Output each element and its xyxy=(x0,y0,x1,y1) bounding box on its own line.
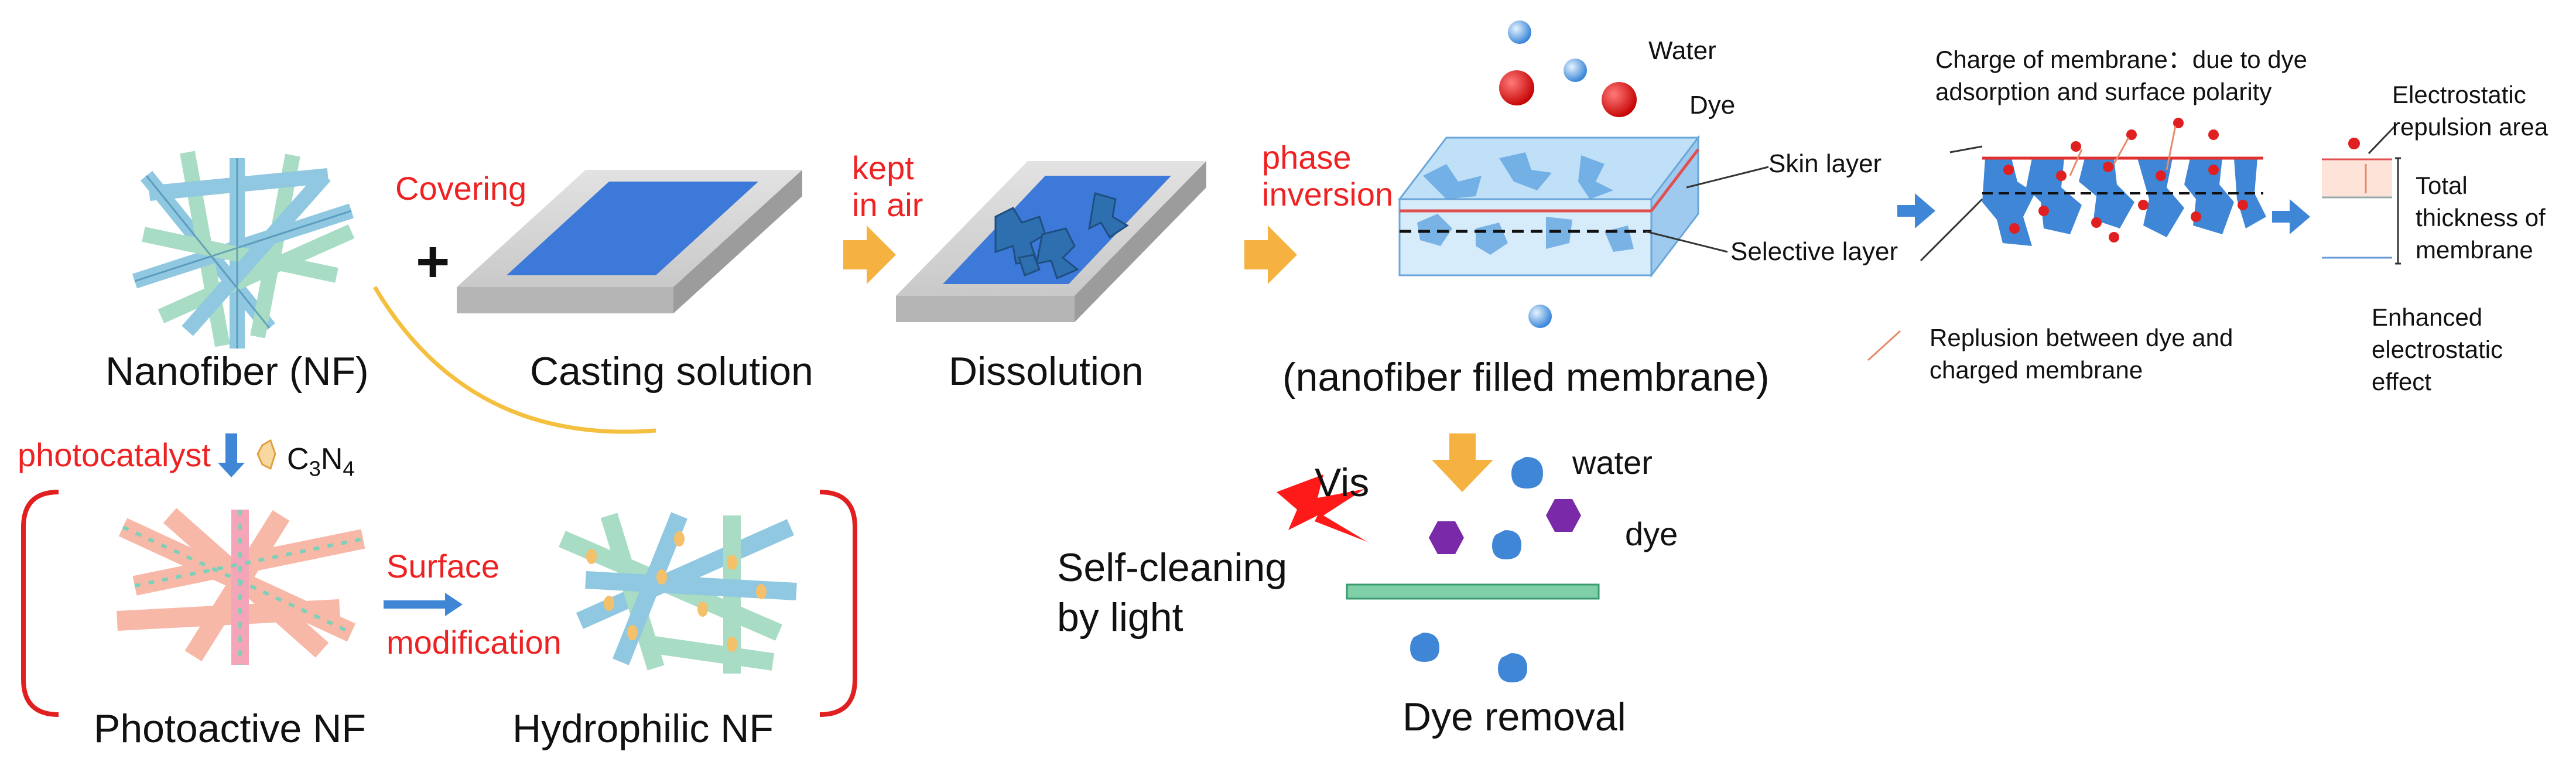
dye-removal-label: Dye removal xyxy=(1402,695,1626,739)
total-thickness-line3: membrane xyxy=(2416,236,2533,264)
skin-layer-label: Skin layer xyxy=(1768,149,1882,178)
self-cleaning-line1: Self-cleaning xyxy=(1057,545,1288,590)
down-arrow-icon xyxy=(218,433,245,477)
phase-inversion-line2: inversion xyxy=(1262,176,1394,213)
photoactive-label: Photoactive NF xyxy=(94,706,366,751)
light-bolt-icon xyxy=(1277,474,1367,542)
enhanced-line3: effect xyxy=(2372,368,2431,395)
process-arrow-2 xyxy=(1244,226,1297,284)
membrane-film xyxy=(1346,583,1600,600)
c3n4-sub1: 3 xyxy=(309,456,321,481)
kept-in-air-line2: in air xyxy=(852,186,923,223)
surface-label: Surface xyxy=(386,548,500,585)
water-droplet-icon xyxy=(1528,305,1552,328)
water-droplet-icon xyxy=(1508,21,1531,44)
dye-removal-water-label: water xyxy=(1572,444,1653,481)
c3n4-flake-icon xyxy=(256,439,276,470)
membrane-label: (nanofiber filled membrane) xyxy=(1282,355,1770,399)
hydrophilic-nf-icon xyxy=(559,512,797,674)
photocatalyst-label: photocatalyst xyxy=(18,436,211,473)
total-thickness-line2: thickness of xyxy=(2416,204,2546,231)
c3n4-sub2: 4 xyxy=(343,456,355,481)
water-drop-icon xyxy=(1410,457,1543,682)
phase-inversion-line1: phase xyxy=(1262,139,1352,176)
replusion-line1: Replusion between dye and xyxy=(1930,324,2233,351)
vis-label: Vis xyxy=(1315,460,1370,505)
charged-membrane-icon xyxy=(1982,118,2266,246)
dye-removal-dye-label: dye xyxy=(1625,515,1678,552)
water-label: Water xyxy=(1648,36,1716,65)
right-bracket xyxy=(819,490,857,717)
dye-label: Dye xyxy=(1689,91,1736,119)
nanofiber-label: Nanofiber (NF) xyxy=(105,349,369,394)
c3n4-c: C xyxy=(287,442,309,476)
blue-arrow-1 xyxy=(1897,193,1935,228)
total-thickness-line1: Total xyxy=(2416,172,2468,199)
blue-arrow-2 xyxy=(2272,199,2310,234)
dye-molecule-icon xyxy=(1499,70,1534,105)
self-cleaning-line2: by light xyxy=(1057,595,1183,640)
water-droplet-icon xyxy=(1564,59,1587,82)
membrane-block-icon xyxy=(1397,135,1701,278)
repulsion-area-line1: Electrostatic xyxy=(2392,81,2526,108)
enhanced-line2: electrostatic xyxy=(2372,336,2503,363)
hydrophilic-label: Hydrophilic NF xyxy=(512,706,774,751)
enhanced-line1: Enhanced xyxy=(2372,303,2483,331)
plus-sign: + xyxy=(416,229,450,295)
connector-curve xyxy=(372,286,656,434)
dissolution-plate-icon xyxy=(896,161,1206,322)
dye-hexagon-icon xyxy=(1429,499,1581,554)
left-bracket xyxy=(21,490,59,717)
modification-arrow-icon xyxy=(384,593,463,616)
repulsion-area-icon xyxy=(2322,125,2401,265)
dye-removal-down-arrow xyxy=(1432,433,1493,492)
casting-plate-icon xyxy=(457,170,802,313)
selective-layer-label: Selective layer xyxy=(1730,237,1898,266)
kept-in-air-line1: kept xyxy=(852,149,914,186)
nanofiber-bundle-icon xyxy=(132,151,355,349)
photoactive-nf-icon xyxy=(117,508,365,665)
covering-label: Covering xyxy=(395,170,527,207)
casting-solution-label: Casting solution xyxy=(530,349,813,394)
repulsion-area-line2: repulsion area xyxy=(2392,113,2548,141)
charge-title-line1: Charge of membrane：due to dye xyxy=(1935,46,2308,73)
process-arrow-1 xyxy=(843,226,896,284)
charge-title-line2: adsorption and surface polarity xyxy=(1935,78,2272,105)
replusion-line2: charged membrane xyxy=(1930,356,2143,384)
c3n4-label: C3N4 xyxy=(287,442,355,481)
dissolution-label: Dissolution xyxy=(949,349,1144,394)
modification-label: modification xyxy=(386,624,562,661)
dye-molecule-icon xyxy=(1602,82,1637,117)
c3n4-n: N xyxy=(320,442,343,476)
repulsion-legend-arrow xyxy=(1867,330,1901,361)
